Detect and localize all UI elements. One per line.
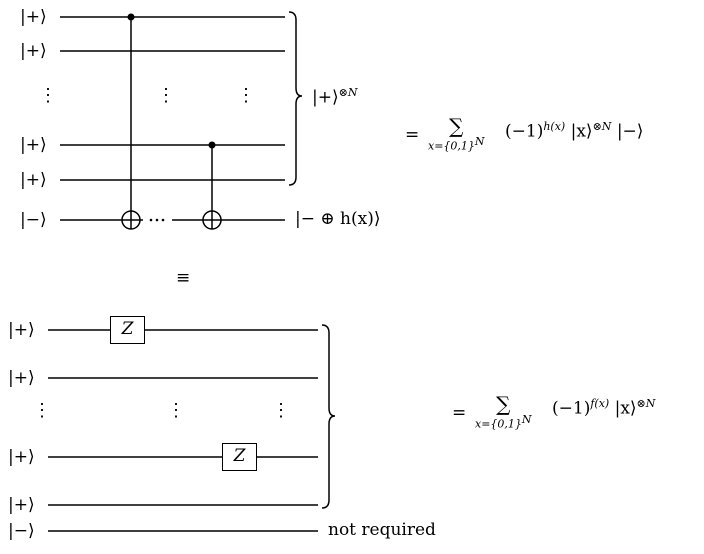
sum-subscript: x={0,1}N — [475, 413, 532, 431]
bottom-input-ket-2: |+⟩ — [8, 368, 35, 388]
sum-subscript: x={0,1}N — [428, 135, 485, 153]
vertical-dots: ⋮ — [39, 85, 57, 106]
equivalence-symbol: ≡ — [176, 268, 191, 288]
bottom-rhs-sum: ∑ x={0,1}N — [475, 394, 532, 431]
vertical-dots: ⋮ — [272, 400, 290, 421]
ellipsis-dot — [161, 218, 165, 222]
vertical-dots: ⋮ — [33, 400, 51, 421]
top-input-ket-1: |+⟩ — [20, 7, 47, 27]
cnot-2-control-dot — [208, 141, 216, 149]
vertical-dots: ⋮ — [237, 85, 255, 106]
cnot-2-target — [202, 210, 222, 230]
brace-power: ⊗N — [338, 86, 358, 99]
bottom-input-ket-4: |+⟩ — [8, 495, 35, 515]
vertical-dots: ⋮ — [157, 85, 175, 106]
bottom-rhs-eq: = — [452, 403, 467, 423]
sigma: ∑ — [449, 114, 464, 138]
cnot-1-target — [121, 210, 141, 230]
top-input-ket-ancilla: |−⟩ — [20, 210, 47, 230]
top-rhs-eq: = — [405, 125, 420, 145]
top-brace — [288, 11, 303, 186]
z-gate-2: Z — [222, 443, 257, 471]
ellipsis-dot — [149, 218, 153, 222]
sigma: ∑ — [496, 392, 511, 416]
vertical-dots: ⋮ — [167, 400, 185, 421]
bottom-input-ket-1: |+⟩ — [8, 320, 35, 340]
bottom-input-ket-3: |+⟩ — [8, 447, 35, 467]
top-input-ket-4: |+⟩ — [20, 170, 47, 190]
brace-ket: |+⟩ — [312, 87, 339, 108]
not-required-label: not required — [328, 520, 436, 540]
top-brace-label: |+⟩⊗N — [312, 86, 357, 108]
top-rhs-sum: ∑ x={0,1}N — [428, 116, 485, 153]
bottom-rhs-term: (−1)f(x) |x⟩⊗N — [552, 397, 656, 419]
bottom-brace — [321, 324, 336, 509]
top-output-ancilla: |− ⊕ h(x)⟩ — [295, 209, 381, 229]
top-input-ket-2: |+⟩ — [20, 41, 47, 61]
cnot-1-control-dot — [127, 13, 135, 21]
ellipsis-dot — [155, 218, 159, 222]
top-input-ket-3: |+⟩ — [20, 135, 47, 155]
top-rhs-term: (−1)h(x) |x⟩⊗N |−⟩ — [505, 120, 644, 142]
z-gate-1: Z — [110, 316, 145, 344]
bottom-input-ket-ancilla: |−⟩ — [8, 521, 35, 541]
